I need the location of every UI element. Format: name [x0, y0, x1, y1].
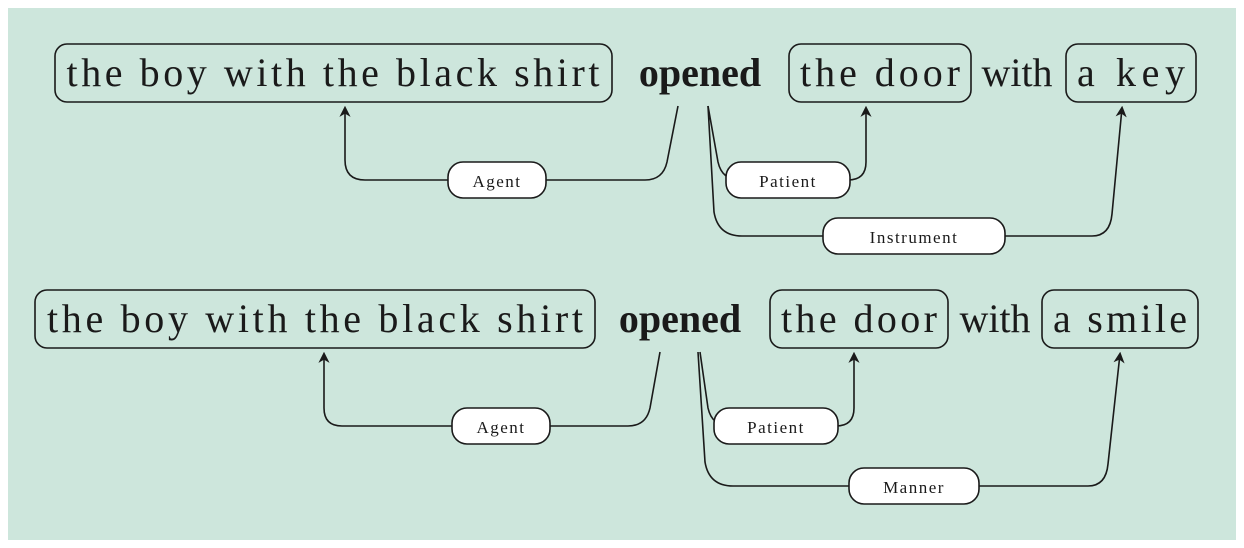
object-phrase: the door [781, 296, 937, 341]
subject-box [34, 289, 596, 349]
agent-label: Agent [472, 172, 521, 191]
verb: opened [619, 296, 741, 341]
agent-label-bubble [451, 407, 551, 445]
complement-phrase: a smile [1053, 296, 1187, 341]
manner-label-bubble [848, 467, 980, 505]
diagram-background [8, 8, 1236, 540]
agent-label: Agent [476, 418, 525, 437]
instrument-label-bubble [822, 217, 1006, 255]
verb: opened [639, 50, 761, 95]
instrument-label: Instrument [870, 228, 959, 247]
sentence-1: the boy with the black shirt opened the … [54, 43, 1197, 255]
subject-phrase: the boy with the black shirt [47, 296, 583, 341]
object-box [769, 289, 949, 349]
manner-label: Manner [883, 478, 945, 497]
complement-phrase: a key [1077, 50, 1185, 95]
sentence-2: the boy with the black shirt opened the … [34, 289, 1199, 505]
subject-box [54, 43, 613, 103]
patient-label: Patient [747, 418, 805, 437]
object-box [788, 43, 972, 103]
patient-label: Patient [759, 172, 817, 191]
complement-box [1041, 289, 1199, 349]
object-phrase: the door [800, 50, 960, 95]
preposition: with [959, 296, 1030, 341]
agent-label-bubble [447, 161, 547, 199]
complement-box [1065, 43, 1197, 103]
patient-label-bubble [713, 407, 839, 445]
preposition: with [981, 50, 1052, 95]
patient-label-bubble [725, 161, 851, 199]
subject-phrase: the boy with the black shirt [67, 50, 600, 95]
